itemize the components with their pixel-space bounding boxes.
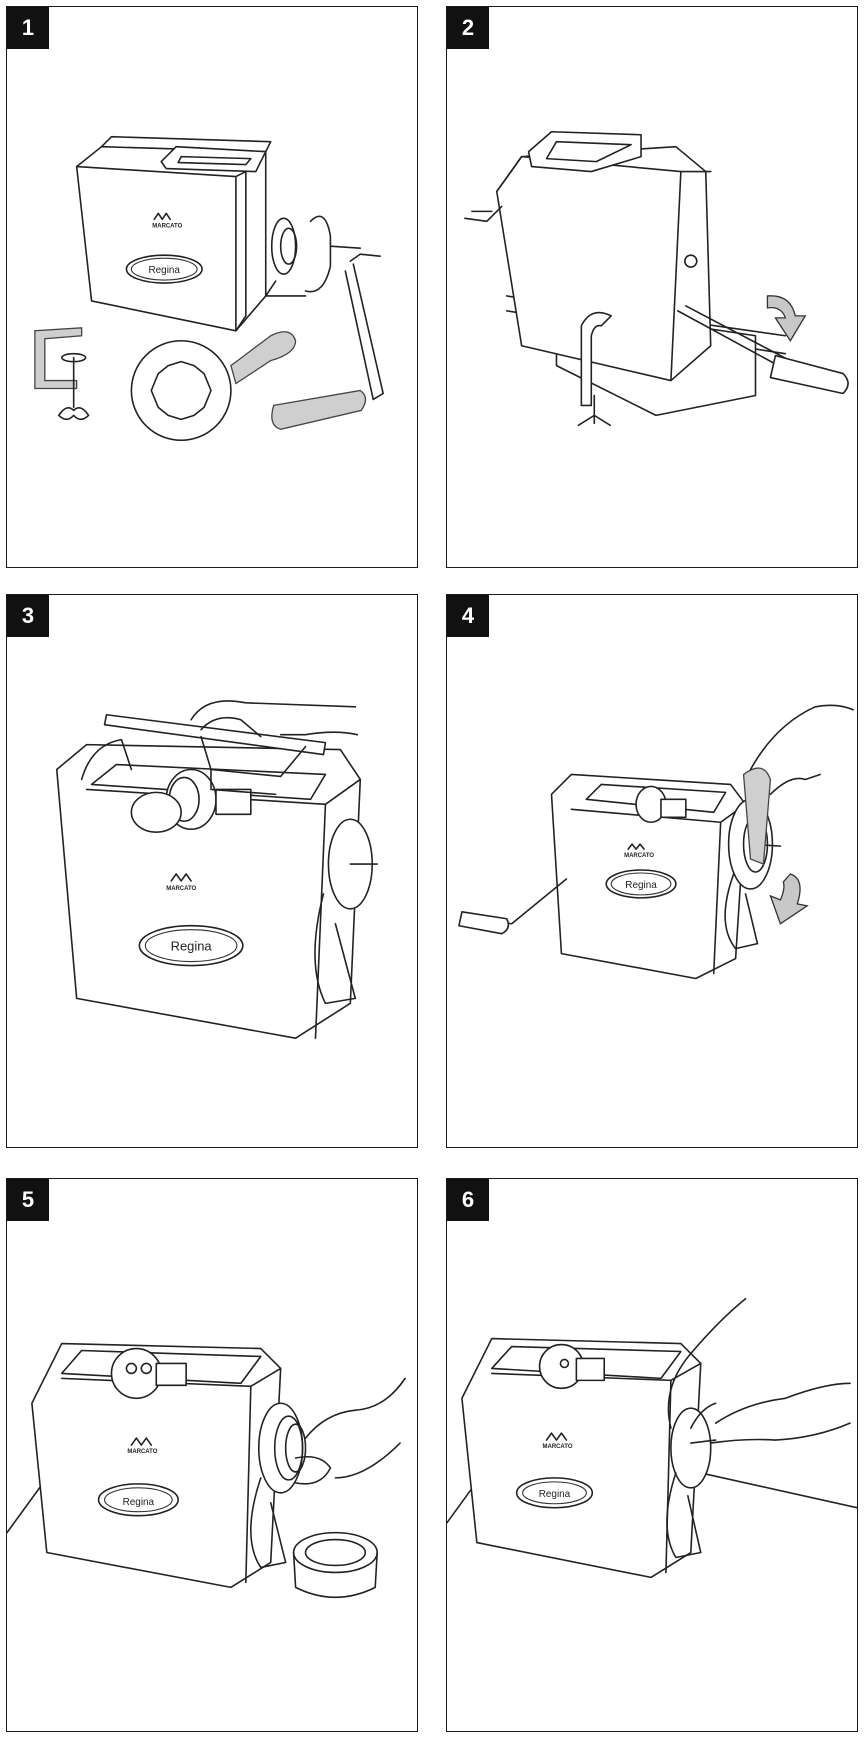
- step-panel-3: MARCATO Regina 3: [6, 594, 418, 1148]
- pasta-machine: MARCATO Regina: [31, 1342, 307, 1589]
- pasta-machine: MARCATO Regina: [458, 773, 782, 980]
- step-3-illustration: MARCATO Regina: [55, 700, 378, 1039]
- step-number-badge: 5: [7, 1179, 49, 1221]
- crank-handle: [677, 305, 849, 395]
- step-panel-1: MARCATO Regina: [6, 6, 418, 568]
- pasta-machine: MARCATO Regina: [75, 135, 362, 332]
- rotate-arrow-icon: [769, 873, 809, 925]
- step-panel-5: MARCATO Regina 5: [6, 1178, 418, 1732]
- die-ring: [292, 1531, 378, 1599]
- brand-logo: MARCATO: [152, 223, 182, 229]
- brand-logo: MARCATO: [166, 886, 196, 892]
- model-label: Regina: [123, 1497, 155, 1508]
- step-2-illustration: [464, 130, 849, 427]
- model-label: Regina: [625, 880, 657, 891]
- step-panel-4: MARCATO Regina 4: [446, 594, 858, 1148]
- step-number-badge: 1: [7, 7, 49, 49]
- step-number-badge: 6: [447, 1179, 489, 1221]
- model-label: Regina: [539, 1489, 571, 1500]
- hands: [80, 700, 359, 781]
- pasta-machine: [464, 130, 712, 382]
- hands: [667, 1297, 851, 1444]
- table-clamp: [577, 311, 612, 427]
- pasta-machine: MARCATO Regina: [55, 713, 378, 1039]
- step-panel-2: 2: [446, 6, 858, 568]
- brand-logo: MARCATO: [127, 1449, 157, 1455]
- step-5-illustration: MARCATO Regina: [7, 1342, 406, 1599]
- step-number-badge: 2: [447, 7, 489, 49]
- step-panel-6: MARCATO Regina 6: [446, 1178, 858, 1732]
- step-1-illustration: MARCATO Regina: [34, 135, 384, 442]
- table-clamp: [34, 327, 90, 421]
- step-number-badge: 3: [7, 595, 49, 637]
- step-4-illustration: MARCATO Regina: [458, 704, 854, 980]
- model-label: Regina: [148, 265, 180, 276]
- brand-logo: MARCATO: [543, 1444, 573, 1450]
- ring-wrench: [130, 331, 297, 442]
- crank-handle: [271, 253, 384, 430]
- model-label: Regina: [171, 939, 213, 954]
- rotate-arrow-icon: [766, 295, 807, 342]
- brand-logo: MARCATO: [624, 853, 654, 859]
- step-number-badge: 4: [447, 595, 489, 637]
- pasta-machine: MARCATO Regina: [461, 1337, 717, 1579]
- step-6-illustration: MARCATO Regina: [447, 1297, 857, 1579]
